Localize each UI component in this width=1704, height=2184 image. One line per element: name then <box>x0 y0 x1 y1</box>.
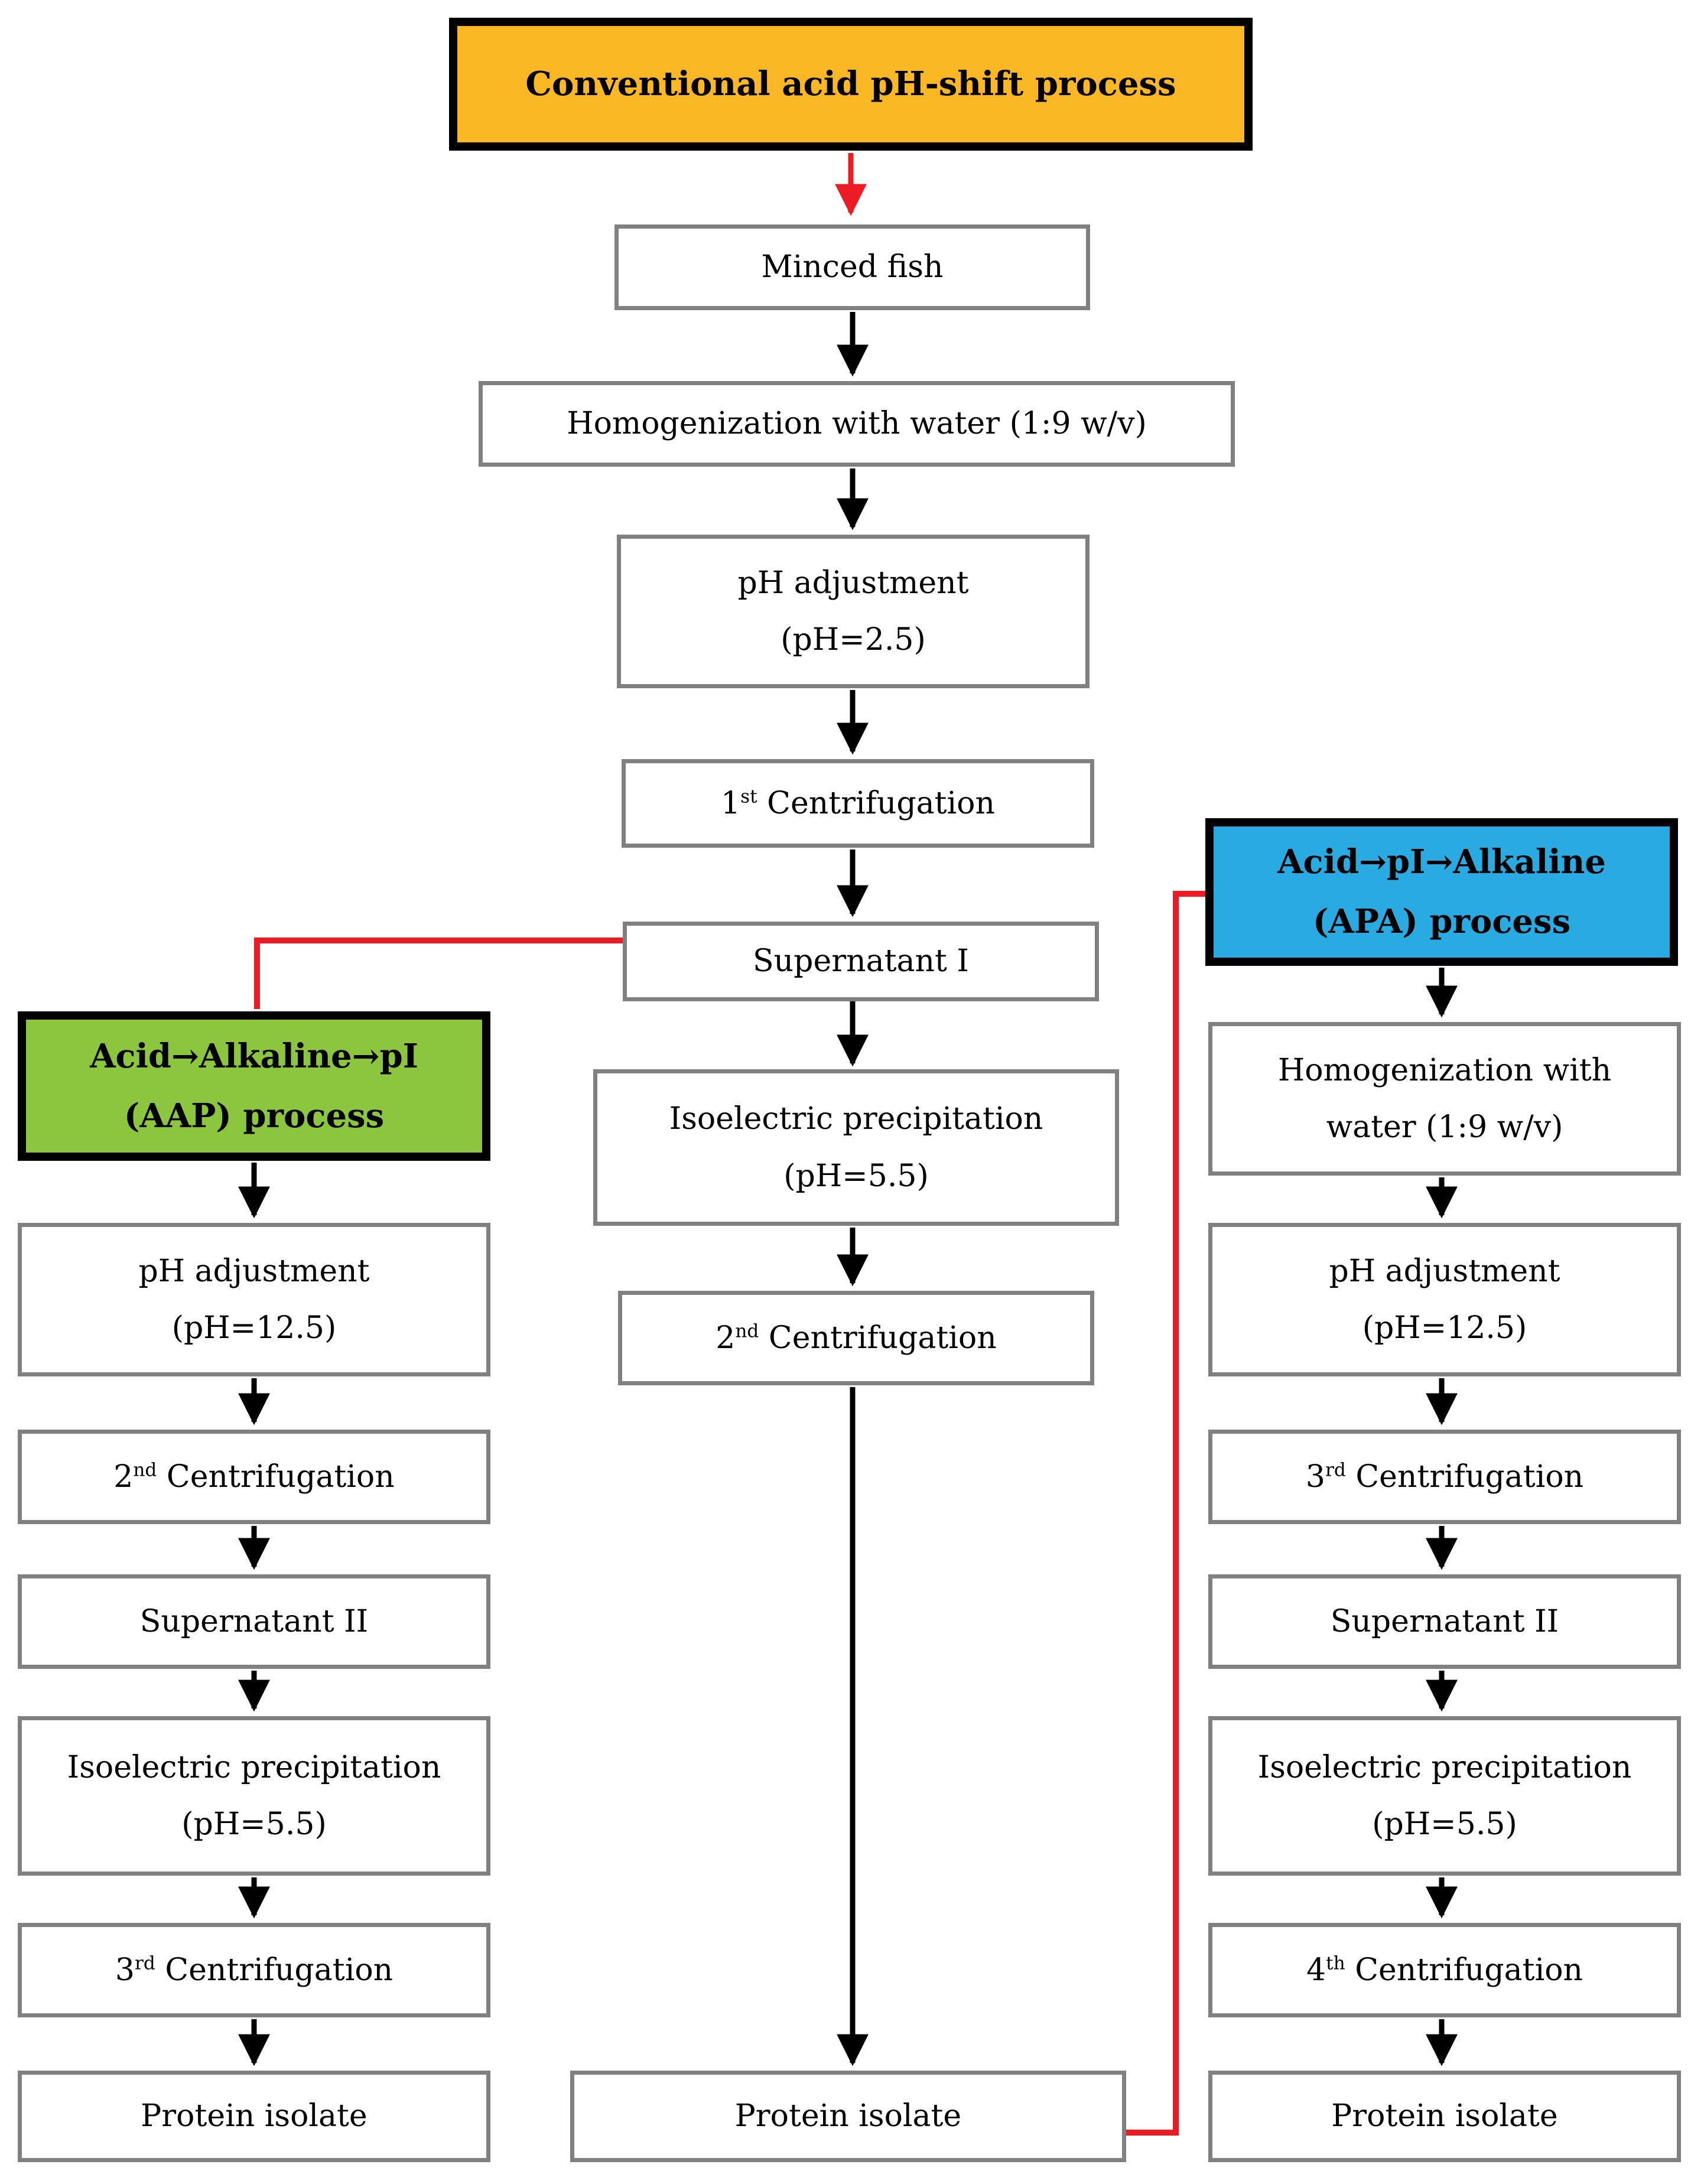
node-ph-adjustment-aap-label: pH adjustment (pH=12.5) <box>138 1243 369 1356</box>
centrifugation-2-center-num: 2 <box>716 1320 736 1356</box>
node-supernatant-2-apa: Supernatant II <box>1208 1574 1681 1669</box>
node-minced-fish: Minced fish <box>614 224 1090 310</box>
centrifugation-1-num: 1 <box>721 785 741 821</box>
node-homogenization-center: Homogenization with water (1:9 w/v) <box>479 381 1235 467</box>
header-conventional-label: Conventional acid pH-shift process <box>525 64 1176 104</box>
node-supernatant-1-label: Supernatant I <box>753 943 969 979</box>
red-connector-supernatant1-to-aap <box>254 938 623 1009</box>
header-conventional-process: Conventional acid pH-shift process <box>449 18 1253 151</box>
node-supernatant-2-aap: Supernatant II <box>18 1574 490 1669</box>
centrifugation-1-ordinal: st <box>740 786 757 808</box>
node-ph-adjustment-acid: pH adjustment (pH=2.5) <box>617 535 1090 688</box>
isoelectric-center-line1: Isoelectric precipitation <box>669 1101 1043 1137</box>
header-aap-label: Acid→Alkaline→pI (AAP) process <box>90 1027 418 1146</box>
node-centrifugation-2-center-label: 2nd Centrifugation <box>716 1317 996 1360</box>
ph-adjustment-aap-line1: pH adjustment <box>138 1253 370 1289</box>
isoelectric-aap-line2: (pH=5.5) <box>181 1807 327 1842</box>
node-centrifugation-4-apa-label: 4th Centrifugation <box>1306 1949 1583 1992</box>
centrifugation-3-apa-text: Centrifugation <box>1345 1459 1584 1495</box>
red-connector-protein-isolate-to-apa <box>1126 891 1207 2136</box>
centrifugation-2-center-ordinal: nd <box>735 1320 759 1342</box>
node-centrifugation-4-apa: 4th Centrifugation <box>1208 1923 1681 2017</box>
node-isoelectric-aap-label: Isoelectric precipitation (pH=5.5) <box>67 1739 441 1853</box>
node-centrifugation-3-aap: 3rd Centrifugation <box>18 1923 490 2017</box>
homogenization-apa-line1: Homogenization with <box>1277 1052 1612 1088</box>
node-protein-isolate-center: Protein isolate <box>570 2071 1126 2162</box>
header-apa-line1: Acid→pI→Alkaline <box>1277 842 1606 882</box>
node-centrifugation-3-aap-label: 3rd Centrifugation <box>115 1949 393 1992</box>
centrifugation-4-apa-num: 4 <box>1306 1952 1326 1988</box>
node-isoelectric-center-label: Isoelectric precipitation (pH=5.5) <box>669 1091 1043 1204</box>
isoelectric-center-line2: (pH=5.5) <box>783 1158 929 1194</box>
node-centrifugation-2-aap: 2nd Centrifugation <box>18 1430 490 1524</box>
ph-adjustment-aap-line2: (pH=12.5) <box>171 1310 337 1346</box>
node-isoelectric-apa-label: Isoelectric precipitation (pH=5.5) <box>1258 1739 1632 1853</box>
node-isoelectric-aap: Isoelectric precipitation (pH=5.5) <box>18 1716 490 1876</box>
header-aap-process: Acid→Alkaline→pI (AAP) process <box>18 1011 490 1161</box>
isoelectric-apa-line1: Isoelectric precipitation <box>1257 1749 1632 1785</box>
ph-adjustment-apa-line1: pH adjustment <box>1329 1253 1560 1289</box>
node-ph-adjustment-apa: pH adjustment (pH=12.5) <box>1208 1223 1681 1376</box>
node-protein-isolate-apa: Protein isolate <box>1208 2071 1681 2162</box>
node-ph-adjustment-acid-label: pH adjustment (pH=2.5) <box>737 555 968 668</box>
node-protein-isolate-aap-label: Protein isolate <box>141 2098 368 2134</box>
node-isoelectric-center: Isoelectric precipitation (pH=5.5) <box>593 1069 1119 1226</box>
header-apa-line2: (APA) process <box>1312 902 1571 941</box>
node-ph-adjustment-aap: pH adjustment (pH=12.5) <box>18 1223 490 1376</box>
header-aap-line1: Acid→Alkaline→pI <box>90 1036 418 1076</box>
centrifugation-3-apa-num: 3 <box>1305 1459 1325 1495</box>
node-homogenization-center-label: Homogenization with water (1:9 w/v) <box>567 406 1147 442</box>
centrifugation-2-center-text: Centrifugation <box>759 1320 997 1356</box>
centrifugation-2-aap-num: 2 <box>113 1459 134 1495</box>
node-protein-isolate-aap: Protein isolate <box>18 2071 490 2162</box>
node-centrifugation-2-center: 2nd Centrifugation <box>618 1291 1094 1385</box>
node-protein-isolate-apa-label: Protein isolate <box>1331 2098 1558 2134</box>
header-apa-process: Acid→pI→Alkaline (APA) process <box>1205 818 1678 966</box>
ph-adjustment-apa-line2: (pH=12.5) <box>1362 1310 1527 1346</box>
ph-adjustment-acid-line2: (pH=2.5) <box>781 622 926 658</box>
node-centrifugation-2-aap-label: 2nd Centrifugation <box>113 1456 394 1499</box>
node-supernatant-2-aap-label: Supernatant II <box>139 1603 369 1639</box>
node-homogenization-apa: Homogenization with water (1:9 w/v) <box>1208 1022 1681 1176</box>
centrifugation-3-aap-text: Centrifugation <box>155 1952 394 1988</box>
node-ph-adjustment-apa-label: pH adjustment (pH=12.5) <box>1329 1243 1560 1356</box>
node-minced-fish-label: Minced fish <box>761 249 944 285</box>
node-homogenization-apa-label: Homogenization with water (1:9 w/v) <box>1278 1042 1611 1156</box>
centrifugation-3-aap-ordinal: rd <box>134 1952 155 1974</box>
node-centrifugation-3-apa-label: 3rd Centrifugation <box>1306 1456 1583 1499</box>
isoelectric-apa-line2: (pH=5.5) <box>1372 1807 1517 1842</box>
centrifugation-2-aap-ordinal: nd <box>133 1459 157 1481</box>
homogenization-apa-line2: water (1:9 w/v) <box>1326 1109 1563 1145</box>
node-supernatant-1: Supernatant I <box>623 922 1099 1001</box>
node-supernatant-2-apa-label: Supernatant II <box>1330 1603 1559 1639</box>
header-aap-line2: (AAP) process <box>123 1096 385 1135</box>
centrifugation-4-apa-ordinal: th <box>1326 1952 1345 1974</box>
ph-adjustment-acid-line1: pH adjustment <box>737 565 969 601</box>
centrifugation-4-apa-text: Centrifugation <box>1345 1952 1583 1988</box>
header-apa-label: Acid→pI→Alkaline (APA) process <box>1277 832 1606 952</box>
node-centrifugation-1-label: 1st Centrifugation <box>721 782 995 825</box>
centrifugation-2-aap-text: Centrifugation <box>157 1459 395 1495</box>
centrifugation-3-aap-num: 3 <box>115 1952 135 1988</box>
node-centrifugation-1: 1st Centrifugation <box>622 759 1094 848</box>
isoelectric-aap-line1: Isoelectric precipitation <box>67 1749 441 1785</box>
node-protein-isolate-center-label: Protein isolate <box>734 2098 962 2134</box>
centrifugation-1-text: Centrifugation <box>757 785 995 821</box>
node-centrifugation-3-apa: 3rd Centrifugation <box>1208 1430 1681 1524</box>
node-isoelectric-apa: Isoelectric precipitation (pH=5.5) <box>1208 1716 1681 1876</box>
centrifugation-3-apa-ordinal: rd <box>1325 1459 1346 1481</box>
